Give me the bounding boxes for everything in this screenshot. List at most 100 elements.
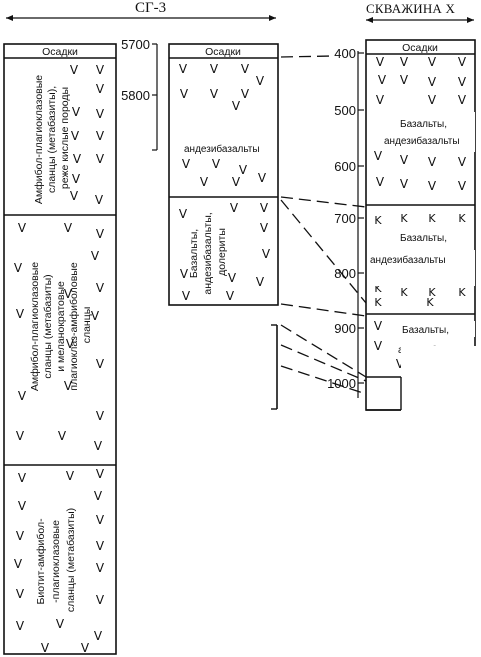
v-lithology-symbol: V	[96, 467, 105, 481]
correlation-lines	[280, 55, 367, 395]
v-lithology-symbol: V	[18, 499, 27, 513]
v-lithology-symbol: V	[16, 429, 25, 443]
v-lithology-symbol: V	[256, 74, 265, 88]
k-lithology-symbol: K	[374, 296, 382, 309]
well-x-lower-label: Базальты,	[402, 325, 449, 336]
v-lithology-symbol: V	[18, 221, 27, 235]
v-lithology-symbol: V	[96, 129, 105, 143]
sg3-layer3-line: сланцы (метабазиты)	[65, 508, 77, 612]
sg3-layer1-line: реже кислые породы	[59, 87, 71, 189]
v-lithology-symbol: V	[96, 593, 105, 607]
well-x-header: СКВАЖИНА Х	[366, 1, 474, 23]
v-lithology-symbol: V	[210, 62, 219, 76]
v-lithology-symbol: V	[96, 63, 105, 77]
v-lithology-symbol: V	[41, 641, 50, 655]
v-lithology-symbol: V	[180, 87, 189, 101]
v-lithology-symbol: V	[94, 489, 103, 503]
v-lithology-symbol: V	[376, 55, 385, 69]
well-x-upper-label-box	[382, 112, 475, 152]
well-x-depth-tick-label: 600	[334, 159, 356, 174]
v-lithology-symbol: V	[262, 247, 271, 261]
sg3-layer3-label: Биотит-амфибол- -плагиоклазовые сланцы (…	[35, 508, 77, 612]
k-lithology-symbol: K	[374, 282, 382, 295]
k-lithology-symbol: K	[400, 286, 408, 299]
v-lithology-symbol: V	[400, 153, 409, 167]
v-lithology-symbol: V	[179, 62, 188, 76]
well-x-depth-tick-label: 500	[334, 103, 356, 118]
v-lithology-symbol: V	[374, 319, 383, 333]
v-lithology-symbol: V	[458, 55, 467, 69]
sg3-layer2-line: и меланократовые	[55, 281, 67, 372]
correlation-line-top	[280, 55, 334, 58]
v-lithology-symbol: V	[182, 289, 191, 303]
well-x-sediments-label: Осадки	[402, 42, 438, 54]
v-lithology-symbol: V	[396, 357, 405, 371]
v-lithology-symbol: V	[378, 73, 387, 87]
v-lithology-symbol: V	[260, 221, 269, 235]
v-lithology-symbol: V	[91, 309, 100, 323]
k-lithology-symbol: K	[374, 214, 382, 227]
correlation-line	[280, 196, 367, 208]
correlation-line	[280, 365, 367, 395]
correlation-line	[280, 303, 367, 317]
v-lithology-symbol: V	[232, 175, 241, 189]
sg3-sediments-label: Осадки	[42, 46, 78, 58]
v-lithology-symbol: V	[182, 157, 191, 171]
v-lithology-symbol: V	[260, 201, 269, 215]
v-lithology-symbol: V	[374, 339, 383, 353]
well-x-lower-label-box	[396, 321, 475, 337]
well-x-overlay	[401, 346, 480, 412]
v-lithology-symbol: V	[458, 155, 467, 169]
v-lithology-symbol: V	[96, 281, 105, 295]
v-lithology-symbol: V	[458, 75, 467, 89]
sg3-layer2-line: плагиоклаз-амфиболовые	[68, 262, 80, 390]
sg3-header: СГ-3	[6, 0, 276, 21]
sg3-depth-tick-label: 5700	[121, 37, 150, 52]
v-lithology-symbol: V	[14, 557, 23, 571]
v-lithology-symbol: V	[256, 275, 265, 289]
well-x-depth-tick-label: 400	[334, 46, 356, 61]
well-x-middle-label-box	[370, 250, 475, 286]
v-lithology-symbol: V	[376, 175, 385, 189]
v-lithology-symbol: V	[428, 75, 437, 89]
middle-lower-label: Базальты, андезибазальты, долериты	[188, 212, 228, 294]
v-lithology-symbol: V	[56, 617, 65, 631]
v-lithology-symbol: V	[81, 641, 90, 655]
correlation-line	[280, 344, 367, 382]
v-lithology-symbol: V	[96, 82, 105, 96]
v-lithology-symbol: V	[64, 379, 73, 393]
arrow-right-icon	[467, 17, 474, 23]
correlation-line	[280, 324, 367, 378]
sg3-layer1-line: сланцы (метабазиты),	[46, 86, 58, 193]
v-lithology-symbol: V	[96, 107, 105, 121]
correlation-line	[280, 199, 367, 304]
v-lithology-symbol: V	[72, 105, 81, 119]
v-lithology-symbol: V	[212, 157, 221, 171]
sg3-depth-tick-label: 5800	[121, 88, 150, 103]
v-lithology-symbol: V	[180, 267, 189, 281]
v-lithology-symbol: V	[239, 163, 248, 177]
k-lithology-symbol: K	[400, 212, 408, 225]
sg3-layer2-label: Амфибол-плагиоклазовые сланцы (метабазит…	[29, 262, 93, 391]
well-x-depth-tick-label: 800	[334, 266, 356, 281]
k-lithology-symbol: K	[428, 212, 436, 225]
sg3-layer3-line: -плагиоклазовые	[50, 520, 62, 603]
sg3-title: СГ-3	[135, 0, 166, 16]
v-lithology-symbol: V	[232, 99, 241, 113]
arrow-right-icon	[269, 15, 276, 21]
v-lithology-symbol: V	[96, 152, 105, 166]
sg3-layer1-line: Амфибол-плагиоклазовые	[33, 75, 45, 204]
sg3-layer2-line: сланцы	[81, 307, 93, 344]
well-x-middle-label: Базальты,	[400, 233, 447, 244]
v-lithology-symbol: V	[66, 469, 75, 483]
v-lithology-symbol: V	[70, 63, 79, 77]
v-lithology-symbol: V	[58, 429, 67, 443]
k-lithology-symbol: K	[458, 212, 466, 225]
v-lithology-symbol: V	[91, 249, 100, 263]
v-lithology-symbol: V	[16, 587, 25, 601]
middle-column-frame	[168, 43, 279, 306]
v-lithology-symbol: V	[428, 155, 437, 169]
well-x-middle-label: андезибазальты	[370, 254, 446, 266]
